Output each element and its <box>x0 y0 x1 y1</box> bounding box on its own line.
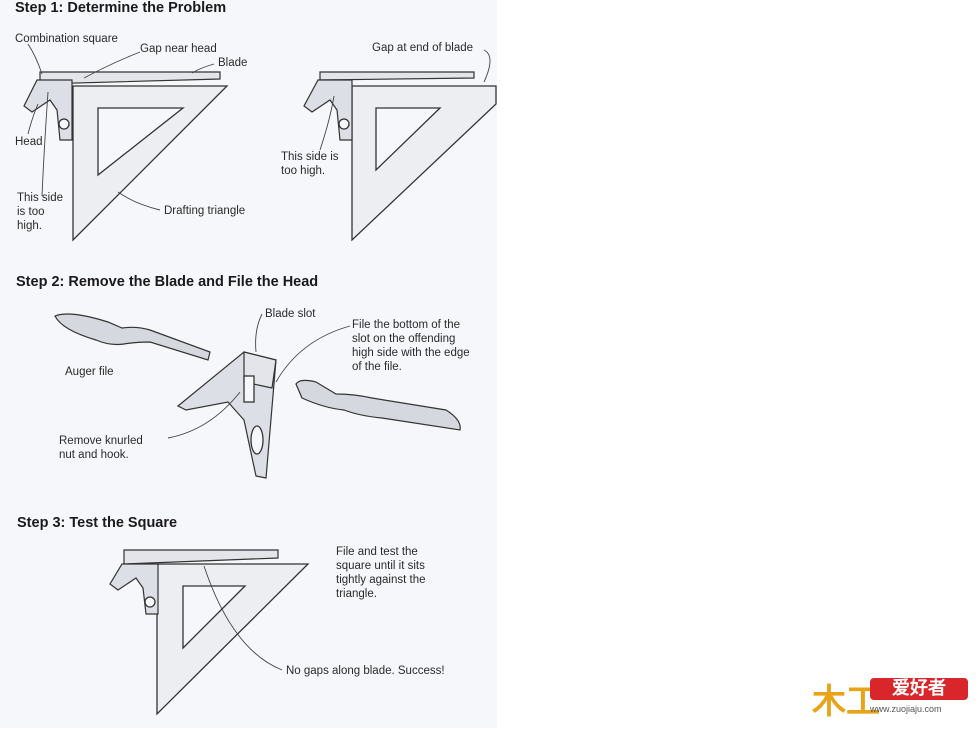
step1-left-assembly <box>23 43 229 242</box>
knurled-nut-left <box>58 118 70 130</box>
step2-heading: Step 2: Remove the Blade and File the He… <box>16 274 319 290</box>
slot-post <box>243 375 255 403</box>
leader-blade <box>191 63 215 74</box>
label-file-instruction: File the bottom of the slot on the offen… <box>352 319 470 373</box>
label-auger-file: Auger file <box>65 366 114 378</box>
label-gap-at-end-of-blade: Gap at end of blade <box>372 42 474 54</box>
blade-step3 <box>123 549 279 565</box>
leader-no-gaps <box>203 565 283 671</box>
step3-heading: Step 3: Test the Square <box>17 515 178 531</box>
watermark-url: www.zuojiaju.com <box>870 704 942 714</box>
slot-knurled-nut <box>250 425 264 455</box>
step1-heading: Step 1: Determine the Problem <box>15 0 227 16</box>
square-head-right <box>303 79 353 141</box>
leader-file-instruction <box>275 325 351 383</box>
leader-gap-near-head <box>83 51 141 79</box>
label-blade-slot: Blade slot <box>265 308 316 320</box>
step1-right-assembly <box>303 49 497 242</box>
auger-file-right <box>295 379 461 431</box>
label-combination-square: Combination square <box>15 33 118 45</box>
label-file-and-test: File and test the square until it sits t… <box>336 546 426 600</box>
leader-gap-at-end <box>483 49 491 83</box>
leader-this-side-left <box>41 91 49 197</box>
square-head-left <box>23 79 73 141</box>
label-gap-near-head: Gap near head <box>140 43 217 55</box>
auger-file-left <box>54 313 211 361</box>
watermark-logo-glyph: 木工 <box>812 682 880 722</box>
leader-drafting-triangle <box>117 191 161 211</box>
blade-right <box>319 71 475 81</box>
leader-blade-slot <box>255 313 263 353</box>
step3-assembly <box>109 549 310 716</box>
triangle-cutout-step3 <box>182 585 247 650</box>
leader-this-side-right <box>319 95 335 151</box>
triangle-cutout-left <box>97 107 185 177</box>
label-this-side-too-high-right: This side is too high. <box>281 151 339 177</box>
label-head: Head <box>15 136 43 148</box>
leader-head <box>27 103 39 135</box>
step2-assembly <box>54 313 461 479</box>
label-this-side-too-high-left: This side is too high. <box>17 192 64 232</box>
label-drafting-triangle: Drafting triangle <box>164 205 246 217</box>
leader-remove-nut <box>167 391 241 439</box>
label-no-gaps: No gaps along blade. Success! <box>286 665 445 677</box>
label-blade: Blade <box>218 57 248 69</box>
leader-combination-square <box>27 43 43 75</box>
watermark-logo-text: 爱好者 <box>870 678 968 700</box>
site-watermark: 木工 爱好者 www.zuojiaju.com <box>812 672 972 722</box>
knurled-nut-right <box>338 118 350 130</box>
triangle-cutout-right <box>375 107 442 172</box>
knurled-nut-step3 <box>144 596 156 608</box>
label-remove-nut: Remove knurled nut and hook. <box>59 435 143 461</box>
